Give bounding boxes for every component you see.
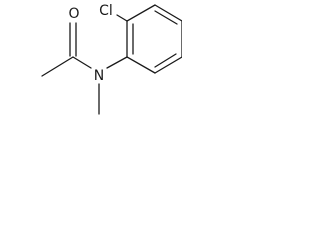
molecule-drawing: O N Cl [41,3,182,115]
ring-inner-double-3 [154,53,177,68]
ring-bond-6 [126,56,156,74]
ring-inner-double-2 [154,10,178,25]
carbonyl-nitrogen-bond [72,56,92,69]
ring-bond-5 [154,56,182,74]
chlorine-label: Cl [99,3,113,19]
ring-bond-2 [126,4,156,22]
oxygen-label: O [68,6,79,22]
ring-bond-3 [154,4,182,22]
n-aryl-bond [106,56,128,69]
nitrogen-label: N [94,68,104,84]
ring-chlorine-bond [116,14,128,22]
acetyl-methyl-bond [41,56,74,77]
structure-diagram: O N Cl [0,0,182,132]
